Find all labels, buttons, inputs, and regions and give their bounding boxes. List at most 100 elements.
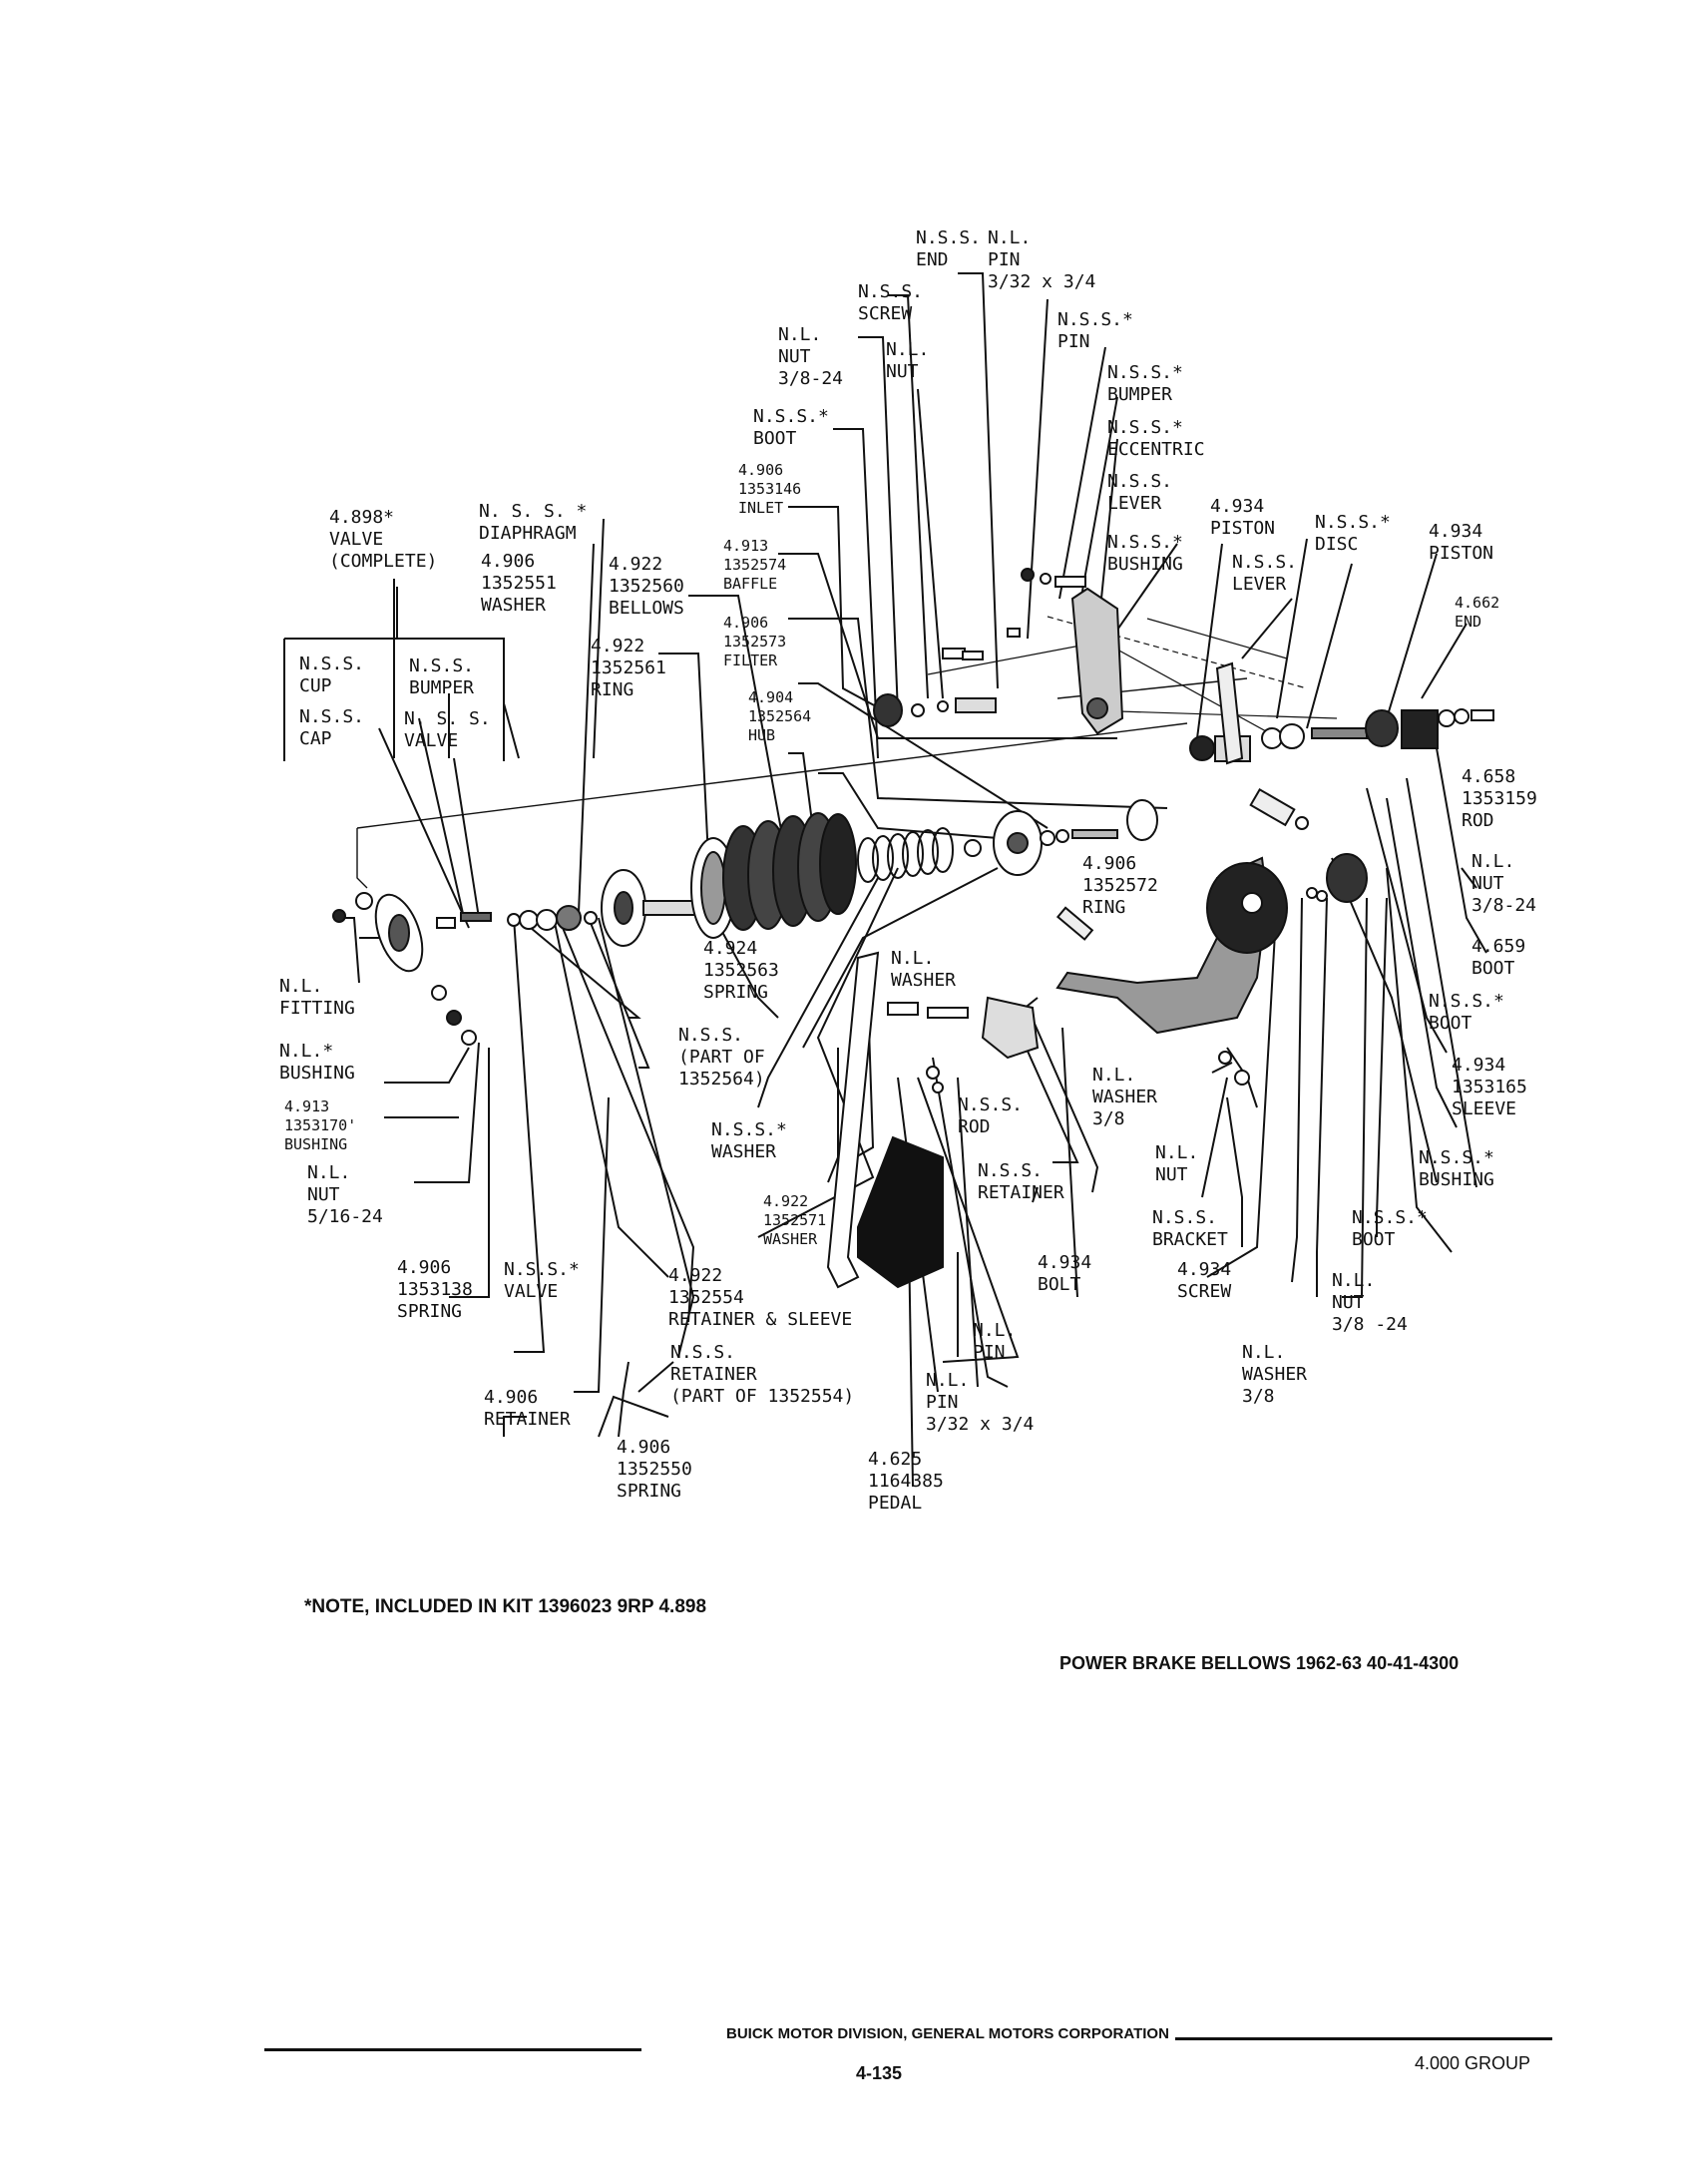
callout-line: BELLOWS [609, 598, 684, 619]
callout-line: 4.906 [481, 551, 536, 572]
callout-line: PEDAL [868, 1493, 923, 1514]
callout-line: 3/8 -24 [1332, 1314, 1408, 1335]
callout-line: N.L. [1332, 1270, 1376, 1291]
callout-nss-bushing-right: N.S.S.*BUSHING [1419, 1147, 1494, 1191]
callout-line: 4.922 [591, 636, 645, 656]
callout-line: BOOT [753, 428, 797, 449]
callout-line: N.S.S.* [711, 1119, 787, 1140]
callout-line: SPRING [617, 1481, 682, 1502]
callout-line: N.L. [279, 976, 323, 997]
callout-line: N. S. S. [404, 708, 491, 729]
callout-line: 1352560 [609, 576, 684, 597]
callout-line: CAP [299, 728, 332, 749]
callout-line: RING [1082, 897, 1126, 918]
callout-line: ECCENTRIC [1107, 439, 1205, 460]
callout-line: RETAINER [978, 1182, 1064, 1203]
callout-line: 1164385 [868, 1471, 944, 1492]
callout-line: 3/32 x 3/4 [926, 1414, 1035, 1435]
callout-line: NUT [1472, 873, 1504, 894]
callout-nss-disc: N.S.S.*DISC [1315, 512, 1391, 556]
callout-line: 1353170' [284, 1116, 357, 1134]
callout-nl-nut-top: N.L.NUT [886, 339, 929, 383]
callout-line: BRACKET [1152, 1229, 1228, 1250]
callout-line: 4.913 [284, 1097, 330, 1115]
callout-line: 4.922 [763, 1192, 809, 1210]
callout-line: WASHER [1092, 1087, 1158, 1107]
callout-line: 3/8-24 [1472, 895, 1537, 916]
callout-line: SPRING [703, 982, 769, 1003]
callout-line: 4.906 [723, 614, 769, 632]
callout-line: N.S.S.* [504, 1259, 580, 1280]
callout-line: N.L. [1242, 1342, 1286, 1363]
callout-nss-diaphragm: N. S. S. *DIAPHRAGM [479, 501, 587, 545]
callout-line: 4.934 [1452, 1055, 1506, 1076]
callout-line: 1352571 [763, 1211, 827, 1229]
callout-line: VALVE [329, 529, 384, 550]
callout-nss-retainer-mid: N.S.S.RETAINER [978, 1160, 1064, 1204]
callout-line: 1353165 [1452, 1077, 1527, 1097]
callout-line: DISC [1315, 534, 1359, 555]
callout-line: N.S.S.* [1429, 991, 1504, 1012]
callout-line: N.S.S. [858, 281, 924, 302]
footer-page-number: 4-135 [856, 2063, 903, 2083]
callout-line: N.S.S.* [1419, 1147, 1494, 1168]
callout-nss-boot-low: N.S.S.*BOOT [1352, 1207, 1428, 1251]
callout-line: N.S.S. [409, 655, 475, 676]
callout-line: PIN [988, 249, 1021, 270]
callout-line: 1352551 [481, 573, 557, 594]
callout-line: RING [591, 679, 634, 700]
callout-nss-rod: N.S.S.ROD [958, 1094, 1023, 1138]
callout-line: DIAPHRAGM [479, 523, 577, 544]
callout-nss-washer: N.S.S.*WASHER [711, 1119, 787, 1163]
callout-nl-bushing: N.L.*BUSHING [279, 1041, 355, 1085]
callout-nl-washer-mid: N.L.WASHER [891, 948, 956, 992]
callout-line: NUT [886, 361, 919, 382]
callout-line: N.S.S.* [1107, 532, 1183, 553]
kit-note: *NOTE, INCLUDED IN KIT 1396023 9RP 4.898 [304, 1596, 707, 1617]
callout-line: N. S. S. * [479, 501, 588, 522]
callout-line: 3/8 [1242, 1386, 1275, 1407]
callout-line: 4.658 [1462, 766, 1516, 787]
footer-company: BUICK MOTOR DIVISION, GENERAL MOTORS COR… [726, 2025, 1169, 2042]
callout-line: 1352563 [703, 960, 779, 981]
callout-line: N.L.* [279, 1041, 334, 1062]
callout-line: FITTING [279, 998, 355, 1019]
callout-line: 1352573 [723, 633, 787, 651]
callout-line: N.S.S. [958, 1094, 1024, 1115]
callout-line: N.S.S.* [1315, 512, 1391, 533]
callout-line: N.L. [307, 1162, 351, 1183]
callout-line: END [1455, 613, 1482, 631]
callout-line: RETAINER [670, 1364, 757, 1385]
callout-line: 1353146 [738, 480, 802, 498]
callout-line: N.S.S.* [753, 406, 829, 427]
callout-line: N.L. [778, 324, 822, 345]
callout-line: 4.904 [748, 688, 794, 706]
callout-line: WASHER [481, 595, 547, 616]
callout-line: RETAINER [484, 1409, 571, 1430]
callout-nl-fitting: N.L.FITTING [279, 976, 355, 1020]
callout-line: (PART OF [678, 1047, 765, 1068]
callout-line: 1352554 [668, 1287, 744, 1308]
callout-line: BUSHING [1419, 1169, 1494, 1190]
callout-line: VALVE [404, 730, 459, 751]
callout-line: 4.898* [329, 507, 395, 528]
callout-line: BOOT [1352, 1229, 1396, 1250]
